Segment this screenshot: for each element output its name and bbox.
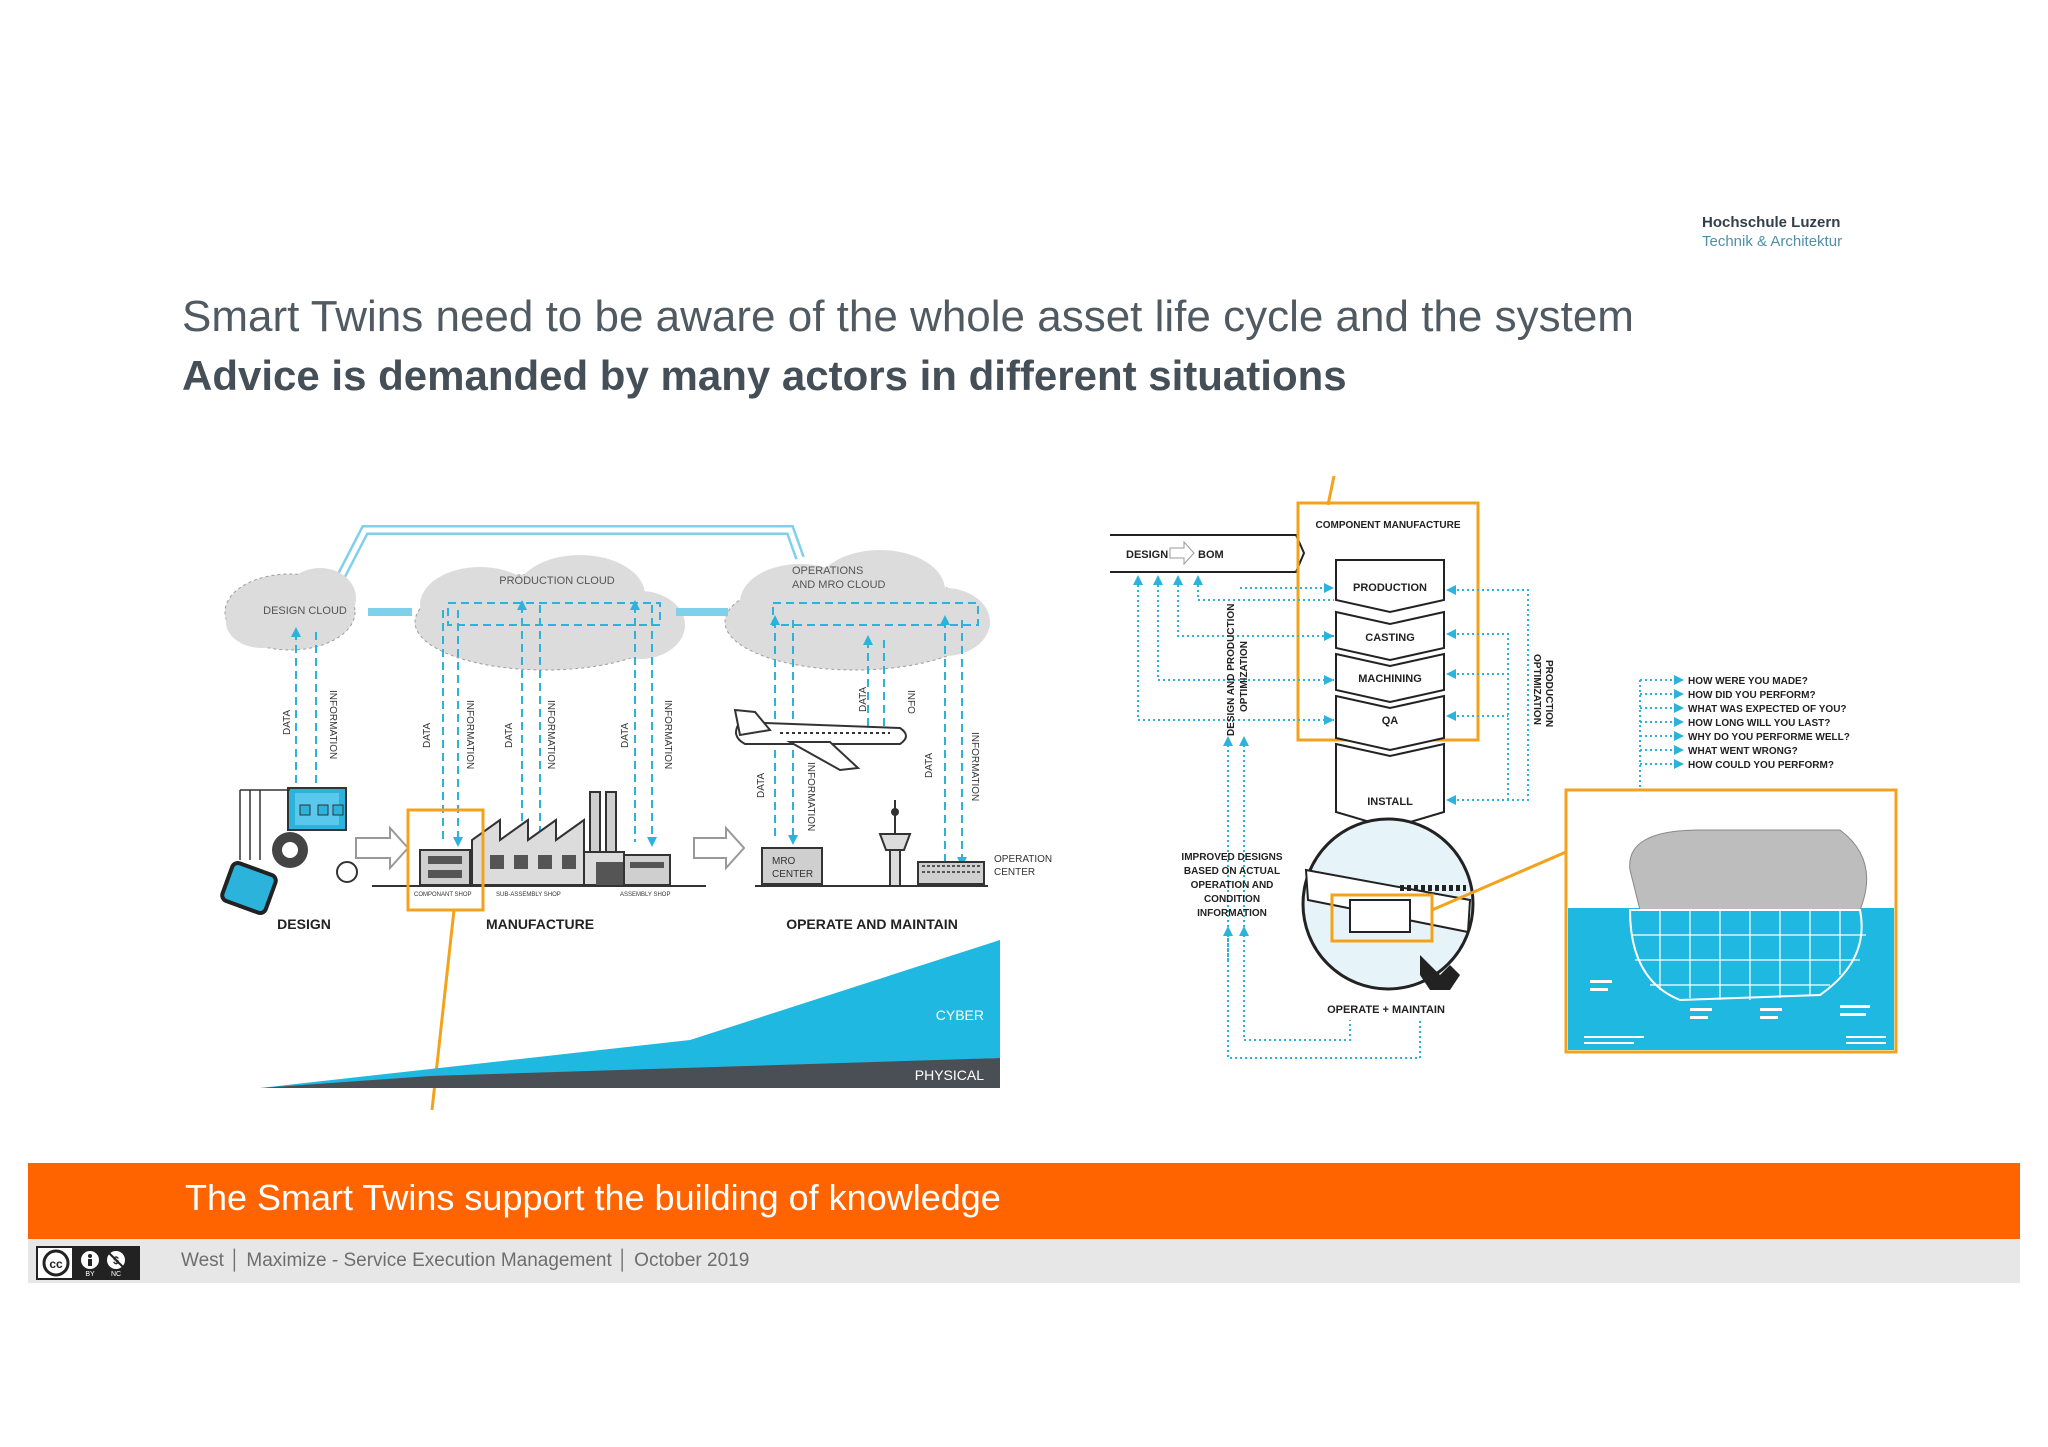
flow-label-info: INFO [905,690,916,714]
design-devices-icon [220,787,358,915]
step-machining-label: MACHINING [1358,673,1422,685]
stage-manufacture-label: MANUFACTURE [486,916,594,932]
assembly-shop-label: ASSEMBLY SHOP [620,892,670,898]
slide-subtitle: Advice is demanded by many actors in dif… [182,352,1347,399]
flow-label-data: DATA [282,709,293,735]
step-install-label: INSTALL [1367,796,1413,808]
flow-label-data: DATA [504,722,515,748]
question-item: WHAT WAS EXPECTED OF YOU? [1688,704,1847,715]
operations-cloud-label-1: OPERATIONS [792,565,863,577]
footer-text: West │ Maximize - Service Execution Mana… [181,1250,750,1271]
flow-label-information: INFORMATION [327,690,338,759]
production-cloud: PRODUCTION CLOUD [414,555,685,671]
footer-bar: West │ Maximize - Service Execution Mana… [28,1239,2020,1283]
design-bom-arrow-icon [1169,540,1195,566]
cloud-flow-lines [447,602,979,626]
mro-center-label-1: MRO [772,856,796,867]
stage-design-label: DESIGN [277,916,331,932]
cyber-area [260,940,1000,1088]
design-production-optimization-label: OPTIMIZATION [1239,641,1250,712]
mro-center-icon: MRO CENTER [761,847,823,885]
question-item: WHAT WENT WRONG? [1688,746,1798,757]
flow-label-data: DATA [924,752,935,778]
license-by-label: BY [85,1271,95,1278]
component-manufacture-box [1296,501,1480,742]
operations-cloud: OPERATIONS AND MRO CLOUD [724,550,990,671]
engine-digital-twin-image [1564,788,1898,1054]
mro-center-label-2: CENTER [772,869,813,880]
design-production-optimization-label: DESIGN AND PRODUCTION [1226,604,1237,736]
institution-name: Hochschule Luzern [1702,214,1841,231]
institution-logo: Hochschule Luzern Technik & Architektur [1702,214,1882,250]
subassembly-shop-label: SUB-ASSEMBLY SHOP [496,892,561,898]
flow-label-data: DATA [756,772,767,798]
lifecycle-diagram: DESIGN CLOUD PRODUCTION CLOUD OPERATIONS… [220,525,1052,1111]
slide-title: Smart Twins need to be aware of the whol… [182,292,1634,341]
design-label: DESIGN [1126,549,1168,561]
question-item: HOW LONG WILL YOU LAST? [1688,718,1830,729]
flow-label-information: INFORMATION [969,732,980,801]
improved-designs-line: INFORMATION [1197,908,1267,919]
flow-label-data: DATA [858,686,869,712]
license-nc-label: NC [111,1271,121,1278]
operation-center-icon [917,861,985,885]
improved-designs-line: BASED ON ACTUAL [1184,866,1280,877]
summary-banner: The Smart Twins support the building of … [28,1163,2020,1239]
airplane-icon [733,708,907,772]
improved-designs-line: IMPROVED DESIGNS [1181,852,1282,863]
improved-designs-line: CONDITION [1204,894,1260,905]
flow-label-information: INFORMATION [805,762,816,831]
operate-maintain-label: OPERATE + MAINTAIN [1327,1004,1445,1016]
flow-label-data: DATA [620,722,631,748]
design-cloud: DESIGN CLOUD [224,568,356,651]
question-item: HOW DID YOU PERFORM? [1688,690,1816,701]
operation-center-label-2: CENTER [994,867,1035,878]
cc-icon [42,1249,70,1277]
stage-arrow-icon [355,825,410,871]
component-shop-highlight [406,808,485,912]
cyber-label: CYBER [936,1007,984,1023]
production-optimization-label: OPTIMIZATION [1531,654,1542,725]
flow-label-information: INFORMATION [545,700,556,769]
aircraft-engine-circle [1301,817,1475,991]
flow-label-data: DATA [422,722,433,748]
cc-license-badge: cc $ BY NC [36,1246,140,1280]
control-tower-icon [878,800,912,887]
component-shop-label: COMPONANT SHOP [414,892,472,898]
flow-label-information: INFORMATION [464,700,475,769]
production-cloud-label: PRODUCTION CLOUD [499,575,615,587]
physical-label: PHYSICAL [915,1067,984,1083]
flow-label-information: INFORMATION [662,700,673,769]
operation-center-label-1: OPERATION [994,854,1052,865]
design-bom-bar [1110,534,1306,573]
component-manufacture-diagram: DESIGN BOM COMPONENT MANUFACTURE PRODUCT… [1110,475,1898,1059]
data-flow-lines [291,600,967,867]
svg-text:cc: cc [49,1257,63,1271]
improved-designs-line: OPERATION AND [1191,880,1274,891]
stage-arrow-icon [693,825,746,871]
bom-label: BOM [1198,549,1224,561]
step-production-label: PRODUCTION [1353,582,1427,594]
factory-icon [372,791,706,887]
component-manufacture-label: COMPONENT MANUFACTURE [1316,520,1461,531]
question-item: WHY DO YOU PERFORME WELL? [1688,732,1850,743]
stage-operate-label: OPERATE AND MAINTAIN [786,916,958,932]
physical-area [260,1058,1000,1088]
step-qa-label: QA [1382,715,1399,727]
institution-department: Technik & Architektur [1702,233,1843,250]
production-optimization-label: PRODUCTION [1543,660,1554,727]
operations-cloud-label-2: AND MRO CLOUD [792,579,886,591]
banner-text: The Smart Twins support the building of … [185,1177,1001,1218]
question-item: HOW COULD YOU PERFORM? [1688,760,1834,771]
question-item: HOW WERE YOU MADE? [1688,676,1808,687]
design-cloud-label: DESIGN CLOUD [263,605,347,617]
step-casting-label: CASTING [1365,632,1415,644]
wrench-icon [1420,955,1460,990]
